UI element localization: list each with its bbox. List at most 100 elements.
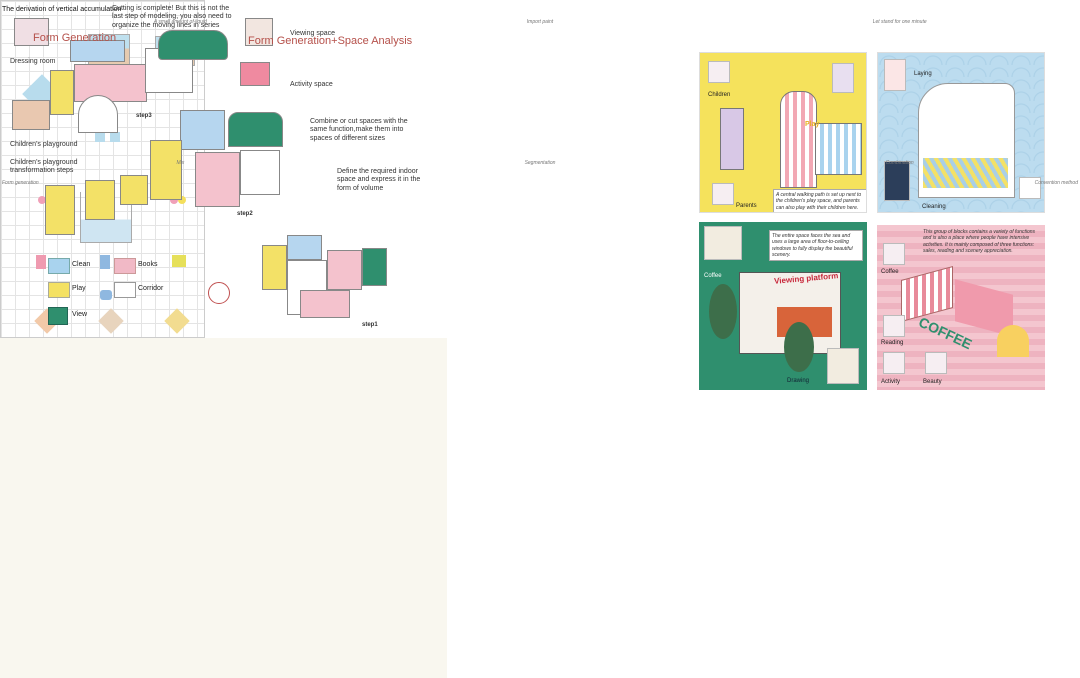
method-label: Form generation — [2, 180, 39, 186]
dressing-room-label: Dressing room — [10, 58, 56, 65]
play-bridge — [815, 123, 862, 175]
cutting-annotation: Cutting is complete! But this is not the… — [112, 5, 232, 29]
tower-structure — [720, 108, 744, 170]
color-dot — [170, 196, 178, 204]
viewing-space-thumb — [245, 18, 273, 46]
process-label: Segmentation — [524, 160, 556, 166]
play-space-panel: Children Play Parents A central walking … — [699, 52, 867, 213]
legend-label-view: View — [72, 311, 88, 318]
rest-space-panel: Laying Cleaning — [877, 52, 1045, 213]
books-caption: This group of blocks contains a variety … — [923, 229, 1036, 254]
playground-thumb — [12, 100, 50, 130]
playground-step-shape — [45, 185, 75, 235]
process-label: Mix — [176, 160, 185, 166]
beauty-icon — [925, 352, 947, 374]
define-annotation: Define the required indoor space and exp… — [337, 168, 421, 192]
beauty-label: Beauty — [923, 379, 942, 385]
color-dot — [178, 196, 186, 204]
drawing-icon — [827, 348, 859, 384]
step3-label: step3 — [136, 113, 152, 119]
base-tile — [164, 308, 190, 334]
books-volume — [195, 152, 240, 207]
process-label: Combination — [885, 160, 914, 166]
corridor-volume — [240, 150, 280, 195]
left-header: The derivation of vertical accumulation … — [2, 6, 1078, 25]
clean-volume — [70, 40, 125, 62]
person-icon — [1019, 177, 1041, 199]
cyclist-illustration — [208, 282, 230, 304]
plant-illustration — [709, 284, 737, 339]
space-analysis-title: Form Generation+Space Analysis — [248, 35, 413, 47]
books-volume — [327, 250, 362, 290]
coffee-label: Coffee — [704, 273, 722, 279]
view-volume — [362, 248, 387, 286]
stair-volume — [78, 95, 118, 133]
form-result-cylinder — [100, 290, 112, 300]
step1-label: step1 — [362, 322, 378, 328]
segment-piece — [95, 132, 105, 142]
clean-volume — [287, 235, 322, 260]
plant-illustration — [784, 322, 814, 372]
play-volume — [150, 140, 182, 200]
reading-icon — [883, 315, 905, 337]
parents-label: Parents — [736, 203, 757, 209]
view-caption: The entire space faces the sea and uses … — [769, 230, 863, 261]
form-result-pink — [36, 255, 46, 269]
segment-piece — [110, 132, 120, 142]
books-building — [901, 266, 953, 322]
activity-space-label: Activity space — [290, 81, 333, 88]
clean-volume — [180, 110, 225, 150]
method-label: Convention method — [1034, 180, 1078, 186]
legend-swatch-corridor — [114, 282, 136, 298]
step-labels-row: A small amount of liquid Import paint Le… — [2, 19, 1078, 25]
combine-annotation: Combine or cut spaces with the same func… — [310, 118, 408, 142]
playground-step-shape — [85, 180, 115, 220]
step-label: Import paint — [526, 19, 554, 26]
cleaning-icon — [884, 161, 910, 201]
drawing-label: Drawing — [787, 378, 810, 384]
play-figure-icon — [832, 63, 854, 93]
laying-icon — [884, 59, 906, 91]
children-icon — [708, 61, 730, 83]
yellow-tower — [997, 325, 1029, 357]
activity-icon — [883, 352, 905, 374]
method-labels-row: Form generation Convention method — [2, 180, 1078, 186]
play-volume — [50, 70, 74, 115]
books-volume — [300, 290, 350, 318]
step-label: Let stand for one minute — [872, 19, 927, 26]
playground-step-shape — [120, 175, 148, 205]
dressing-room-thumb — [14, 18, 49, 46]
coffee-icon — [704, 226, 742, 260]
activity-space-thumb — [240, 62, 270, 86]
legend-label-corridor: Corridor — [138, 285, 164, 292]
slide-structure — [780, 91, 817, 188]
laying-label: Laying — [914, 71, 932, 77]
striped-floor — [923, 158, 1008, 188]
legend-swatch-clean — [48, 258, 70, 274]
form-result-yellow — [172, 255, 186, 267]
activity-label: Activity — [881, 379, 901, 385]
reading-label: Reading — [881, 340, 904, 346]
cleaning-label: Cleaning — [922, 204, 946, 210]
legend-label-play: Play — [72, 285, 86, 292]
form-generation-title: Form Generation — [33, 32, 117, 44]
legend-label-books: Books — [138, 261, 158, 268]
legend-swatch-play — [48, 282, 70, 298]
view-volume — [158, 30, 228, 60]
books-space-panel: Coffee This group of blocks contains a v… — [877, 225, 1045, 390]
legend-swatch-view — [48, 307, 68, 325]
form-result-blue — [100, 255, 110, 269]
transformation-label: Children's playground transformation ste… — [10, 159, 78, 175]
space-analysis-diagram: Cutting is complete! But this is not the… — [0, 5, 447, 678]
children-label: Children — [708, 92, 731, 98]
process-labels-row: Mix Segmentation Combination — [2, 160, 1078, 166]
step-label: A small amount of liquid — [153, 19, 207, 26]
color-dot — [38, 196, 46, 204]
legend-label-clean: Clean — [72, 261, 91, 268]
play-caption: A central walking path is set up next to… — [773, 189, 866, 212]
panel-subtitle: The derivation of vertical accumulation — [2, 6, 122, 13]
parents-icon — [712, 183, 734, 205]
playground-label: Children's playground — [10, 141, 78, 148]
books-volume — [74, 64, 147, 102]
view-volume — [228, 112, 283, 147]
